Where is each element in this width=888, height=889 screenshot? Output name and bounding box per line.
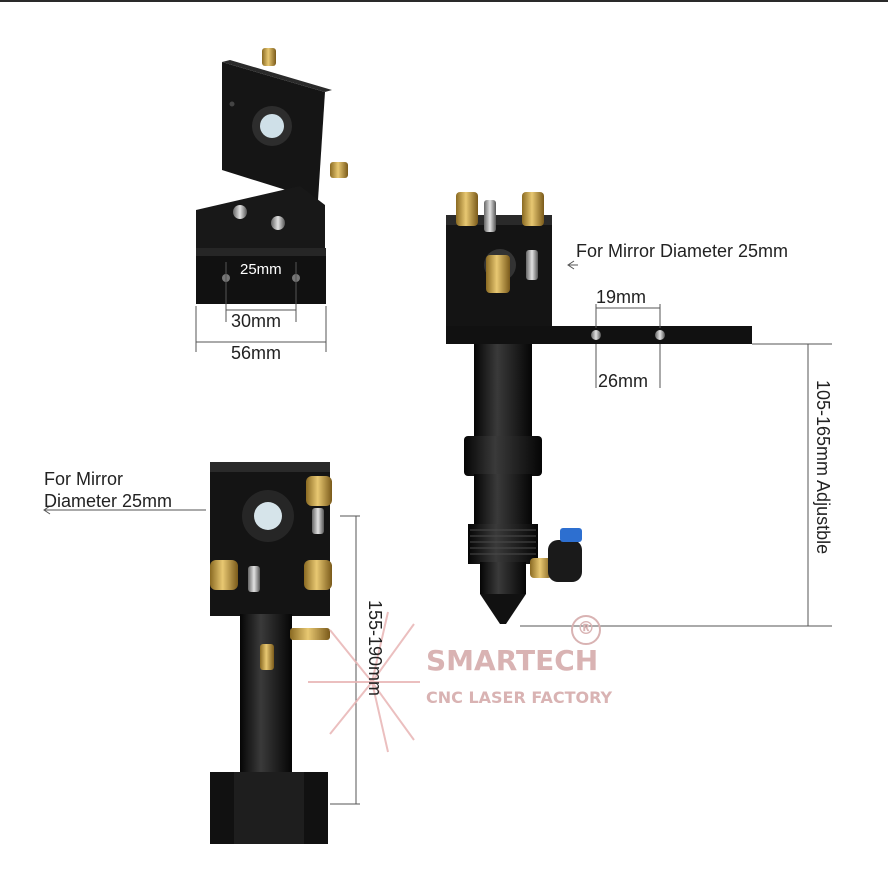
- dimension-19mm: 19mm: [596, 287, 647, 307]
- mirror-diameter-label-mount-line2: Diameter 25mm: [44, 491, 173, 511]
- second-mirror-mount: [210, 462, 332, 844]
- dimension-head-height: 105-165mm Adjustble: [813, 380, 833, 555]
- laser-head-assembly: [446, 192, 752, 624]
- top-border: [0, 0, 888, 2]
- dimension-25mm: 25mm: [240, 261, 282, 278]
- dimension-56mm: 56mm: [231, 343, 282, 363]
- watermark-laser-burst: [308, 611, 420, 753]
- dimension-lines-second-mount: [43, 505, 360, 805]
- dimension-mount-height: 155-190mm: [365, 600, 385, 697]
- dimension-26mm: 26mm: [598, 371, 649, 391]
- watermark-registered-mark: ®: [577, 618, 595, 639]
- mirror-diameter-label-mount-line1: For Mirror: [44, 469, 123, 489]
- dimension-lines-first-mount: [195, 262, 327, 352]
- watermark-brand: SMARTECH: [426, 644, 599, 677]
- watermark-tagline: CNC LASER FACTORY: [426, 688, 613, 707]
- watermark-gear-icon: [571, 615, 601, 645]
- first-mirror-mount: [196, 48, 348, 304]
- dimension-30mm: 30mm: [231, 311, 282, 331]
- mirror-diameter-label-head: For Mirror Diameter 25mm: [576, 241, 789, 261]
